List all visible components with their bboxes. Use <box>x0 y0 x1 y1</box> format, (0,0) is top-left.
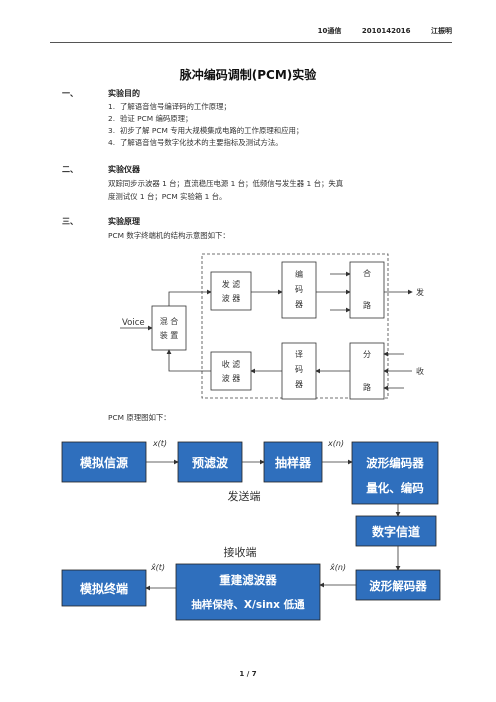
section-number: 一、 <box>62 89 78 98</box>
receive-label: 收 <box>416 366 424 376</box>
mux-box <box>349 261 385 319</box>
recon-filter-box <box>175 563 321 621</box>
digital-channel-box <box>355 515 437 547</box>
encoder-label-3: 器 <box>295 300 303 309</box>
prefilter-label: 预滤波 <box>192 455 229 470</box>
signal-xn: x(n) <box>327 439 344 448</box>
mux-label-2: 路 <box>363 300 371 310</box>
page-number: 1 / 7 <box>239 670 257 678</box>
wave-encoder-sublabel: 量化、编码 <box>366 481 424 495</box>
decoder-label-1: 译 <box>295 350 303 359</box>
list-text: 验证 PCM 编码原理； <box>120 114 193 123</box>
send-label: 发 <box>416 287 424 297</box>
signal-xhat-n: x̂(n) <box>329 562 346 572</box>
paragraph: PCM 数字终端机的结构示意图如下： <box>108 229 448 242</box>
recon-filter-label: 重建滤波器 <box>219 573 277 587</box>
sampler-label: 抽样器 <box>275 455 312 470</box>
section-number: 二、 <box>62 165 78 174</box>
wave-encoder-label: 波形编码器 <box>366 456 424 470</box>
demux-label-1: 分 <box>363 350 371 359</box>
list-number: 3. <box>108 126 116 135</box>
paragraph-line: 度测试仪 1 台；PCM 实验箱 1 台。 <box>108 192 227 201</box>
analog-source-label: 模拟信源 <box>80 455 128 470</box>
demux-box <box>349 342 385 400</box>
header-name: 江振明 <box>431 27 452 35</box>
analog-terminal-label: 模拟终端 <box>80 581 128 596</box>
paragraph-line: PCM 数字终端机的结构示意图如下： <box>108 231 230 240</box>
decoder-box <box>281 342 317 400</box>
mixer-box <box>151 305 187 351</box>
pcm-caption: PCM 原理图如下： <box>108 413 171 422</box>
recon-filter-sublabel: 抽样保持、X/sinx 低通 <box>191 598 305 611</box>
encoder-box <box>281 261 317 319</box>
demux-label-2: 路 <box>363 382 371 392</box>
header-id: 2010142016 <box>361 27 411 35</box>
recv-filter-label-2: 波 器 <box>222 373 241 383</box>
paragraph-line: 双踪同步示波器 1 台；直流稳压电源 1 台；低频信号发生器 1 台；失真 <box>108 179 344 188</box>
mixer-label-1: 混 合 <box>160 316 179 326</box>
encoder-label-1: 编 <box>295 269 303 279</box>
list-text: 初步了解 PCM 专用大规模集成电路的工作原理和应用； <box>120 126 304 135</box>
list-item: 4. 了解语音信号数字化技术的主要指标及测试方法。 <box>108 137 283 149</box>
section-number: 三、 <box>62 217 78 226</box>
list-number: 4. <box>108 138 116 147</box>
recv-filter-label-1: 收 滤 <box>222 359 241 369</box>
send-filter-label-1: 发 滤 <box>222 279 241 289</box>
section-heading: 三、 实验原理 <box>62 216 140 227</box>
recv-filter-box <box>210 351 252 391</box>
wave-decoder-label: 波形解码器 <box>369 579 427 593</box>
signal-xhat-t: x̂(t) <box>150 562 165 572</box>
section-title: 实验仪器 <box>108 165 140 174</box>
dashed-enclosure <box>201 253 389 399</box>
header-class: 10通信 <box>317 27 342 35</box>
section-title: 实验目的 <box>108 89 140 98</box>
section-heading: 一、 实验目的 <box>62 88 140 99</box>
list-item: 1. 了解语音信号编译码的工作原理； <box>108 101 231 113</box>
decoder-label-3: 器 <box>295 380 303 389</box>
mixer-label-2: 装 置 <box>160 330 179 340</box>
list-item: 2. 验证 PCM 编码原理； <box>108 113 192 125</box>
section-heading: 二、 实验仪器 <box>62 164 140 175</box>
analog-source-box <box>61 441 147 483</box>
tx-label: 发送端 <box>228 489 261 503</box>
rx-label: 接收端 <box>224 545 257 559</box>
voice-label: Voice <box>122 318 145 328</box>
signal-xt: x(t) <box>152 439 167 448</box>
list-text: 了解语音信号编译码的工作原理； <box>120 102 231 111</box>
wave-encoder-box <box>351 441 439 505</box>
encoder-label-2: 码 <box>295 285 303 294</box>
decoder-label-2: 码 <box>295 365 303 374</box>
page-title: 脉冲编码调制(PCM)实验 <box>179 68 317 82</box>
paragraph: 双踪同步示波器 1 台；直流稳压电源 1 台；低频信号发生器 1 台；失真 度测… <box>108 177 448 203</box>
prefilter-box <box>177 441 243 483</box>
section-title: 实验原理 <box>108 217 140 226</box>
wave-decoder-box <box>355 569 441 601</box>
list-text: 了解语音信号数字化技术的主要指标及测试方法。 <box>120 138 283 147</box>
list-item: 3. 初步了解 PCM 专用大规模集成电路的工作原理和应用； <box>108 125 303 137</box>
list-number: 1. <box>108 102 116 111</box>
page-header: 10通信 2010142016 江振明 <box>50 22 452 43</box>
send-filter-label-2: 波 器 <box>222 293 241 303</box>
analog-terminal-box <box>61 569 147 607</box>
sampler-box <box>263 441 323 483</box>
mux-label-1: 合 <box>363 268 371 278</box>
send-filter-box <box>210 271 252 311</box>
digital-channel-label: 数字信道 <box>372 524 420 539</box>
list-number: 2. <box>108 114 116 123</box>
pcm-principle-diagram: 模拟信源 x(t) 预滤波 抽样器 x(n) 波形编码器 量化、编码 发送端 数… <box>61 439 441 621</box>
